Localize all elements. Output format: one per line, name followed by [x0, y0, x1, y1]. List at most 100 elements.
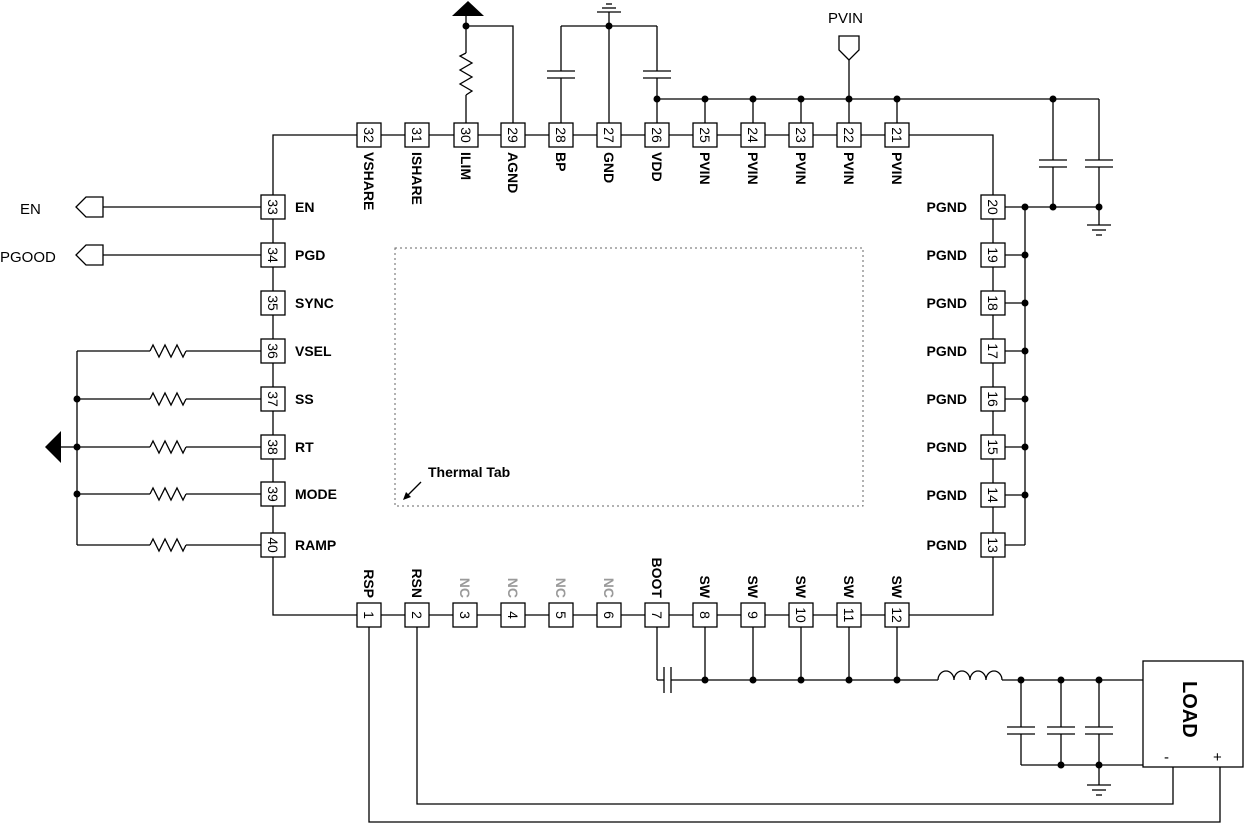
pvin-input-port	[838, 35, 860, 61]
pin-27-number: 27	[601, 127, 617, 143]
pin-28-name: BP	[553, 152, 569, 171]
thermal-tab-outline	[394, 247, 864, 507]
pin-13: 13 PGND	[927, 532, 1006, 558]
pin-19-number: 19	[985, 247, 1001, 263]
ic-body-outline	[272, 134, 994, 616]
pin-38-number: 38	[265, 439, 281, 455]
pin-7-name: BOOT	[649, 558, 665, 599]
en-label: EN	[20, 201, 41, 218]
pin-1-name: RSP	[361, 569, 377, 598]
pin-4-name: NC	[505, 578, 521, 598]
pin-16-number: 16	[985, 391, 1001, 407]
pin-6-number: 6	[601, 611, 617, 619]
pin-11-number: 11	[841, 608, 857, 623]
pin-10-name: SW	[793, 575, 809, 598]
pin-24-number: 24	[745, 127, 761, 143]
pin-13-number: 13	[985, 537, 1001, 553]
pin-38-name: RT	[295, 439, 314, 455]
top-ground-arrow	[452, 1, 484, 16]
pin-32-name: VSHARE	[361, 152, 377, 210]
pgood-connection	[75, 244, 261, 266]
pin-7-number: 7	[649, 611, 665, 619]
pin-13-name: PGND	[927, 537, 967, 553]
pin-12-name: SW	[889, 575, 905, 598]
left-ground-arrow	[45, 431, 61, 463]
pgnd-ground-symbol-bottom	[1087, 765, 1111, 796]
pin-26-name: VDD	[649, 152, 665, 182]
pin-21-number: 21	[889, 127, 905, 143]
pin-6-name: NC	[601, 578, 617, 598]
agnd-connection	[462, 22, 514, 123]
pin-12-number: 12	[889, 607, 905, 623]
sw-bus	[656, 627, 938, 693]
pin-19-name: PGND	[927, 247, 967, 263]
pin-20-name: PGND	[927, 199, 967, 215]
output-inductor	[937, 670, 1003, 681]
pin-17-name: PGND	[927, 343, 967, 359]
pin-30-number: 30	[458, 127, 474, 143]
pin-1: 1 RSP	[356, 569, 382, 628]
pin-34-number: 34	[265, 247, 281, 263]
pin-22-name: PVIN	[841, 152, 857, 185]
pin-2-name: RSN	[409, 568, 425, 598]
pin-38: 38 RT	[260, 434, 314, 460]
load-minus-label: -	[1164, 749, 1169, 766]
en-connection	[75, 196, 261, 218]
pin-8-name: SW	[697, 575, 713, 598]
pin-28-number: 28	[553, 127, 569, 143]
pin-3: 3NC	[452, 578, 478, 628]
pin-37-number: 37	[265, 391, 281, 407]
pin-40-name: RAMP	[295, 537, 336, 553]
pvin-label: PVIN	[828, 10, 863, 27]
pin-33-name: EN	[295, 199, 314, 215]
pin-27-name: GND	[601, 152, 617, 183]
pin-15-number: 15	[985, 439, 1001, 455]
ic-pins: 21PVIN22PVIN23PVIN24PVIN25PVIN26VDD27GND…	[260, 122, 1006, 628]
pin-25-number: 25	[697, 127, 713, 143]
pin-24-name: PVIN	[745, 152, 761, 185]
remote-sense-lines	[368, 627, 1221, 823]
pin-1-number: 1	[361, 611, 377, 619]
pin-34-name: PGD	[295, 247, 325, 263]
config-resistor-network	[61, 343, 261, 553]
pin-36-number: 36	[265, 343, 281, 359]
pin-6: 6 NC	[596, 578, 622, 628]
pin-3-name: NC	[457, 578, 473, 598]
pin-39-number: 39	[265, 486, 281, 502]
pin-22-number: 22	[841, 127, 857, 143]
pin-11: 11 SW	[836, 575, 862, 628]
pin-14-number: 14	[985, 487, 1001, 503]
pin-11-name: SW	[841, 575, 857, 598]
pin-23-name: PVIN	[793, 152, 809, 185]
pin-12: 12 SW	[884, 575, 910, 628]
pin-40-number: 40	[265, 537, 281, 553]
pin-34: 34 PGD	[260, 242, 325, 268]
load-label: LOAD	[1178, 681, 1200, 738]
pin-7: 7 BOOT	[644, 558, 670, 628]
thermal-tab-label: Thermal Tab	[428, 464, 510, 480]
pin-35-number: 35	[265, 295, 281, 311]
pin-16-name: PGND	[927, 391, 967, 407]
pin-18-number: 18	[985, 295, 1001, 311]
pin-30-name: ILIM	[458, 152, 474, 180]
pin-31-name: ISHARE	[409, 152, 425, 205]
pgnd-ground-symbol-top	[1087, 207, 1111, 236]
pin-20-number: 20	[985, 199, 1001, 215]
